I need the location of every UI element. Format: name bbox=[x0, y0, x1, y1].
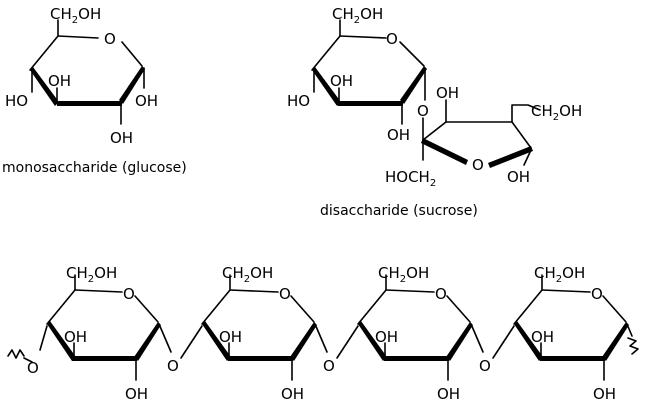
chain-unit-2-ring-oxygen: O bbox=[279, 285, 291, 303]
glycosidic-oxygen-2: O bbox=[323, 357, 335, 375]
sucrose-glc-ch2oh-label: CH2OH bbox=[332, 5, 383, 26]
sucrose-caption: disaccharide (sucrose) bbox=[320, 203, 478, 219]
sucrose-glc-c2-oh: OH bbox=[387, 126, 410, 144]
chain-unit-4-ring-oxygen: O bbox=[591, 285, 603, 303]
chain-unit-1-c3-oh: OH bbox=[64, 328, 87, 346]
chain-unit-1-c2-oh: OH bbox=[125, 385, 148, 403]
chain-unit-1-left-oxygen: O bbox=[27, 359, 39, 377]
glycosidic-oxygen-1: O bbox=[167, 357, 179, 375]
glucose-c1-oh: OH bbox=[135, 92, 158, 110]
glucose-c4-ho: HO bbox=[5, 92, 28, 110]
glucose-c3-oh: OH bbox=[48, 72, 71, 90]
chain-unit-1-ch2oh: CH2OH bbox=[66, 264, 117, 285]
polysaccharide-chain: CH2OH O OH OH O O CH2OH O OH OH O bbox=[7, 264, 639, 403]
chain-start-squiggle bbox=[7, 349, 25, 359]
chain-unit-2-ch2oh: CH2OH bbox=[222, 264, 273, 285]
glucose-structure: CH2OH O OH HO OH OH monosaccharide (gluc… bbox=[2, 5, 187, 176]
chain-end-squiggle bbox=[627, 337, 639, 355]
sucrose-fru-hoch2-label: HOCH2 bbox=[385, 168, 436, 189]
chain-unit-4-ch2oh: CH2OH bbox=[534, 264, 585, 285]
chain-unit-2: CH2OH O OH OH bbox=[180, 264, 328, 403]
chain-unit-4-c3-oh: OH bbox=[531, 328, 554, 346]
sucrose-glc-ring-oxygen: O bbox=[386, 30, 398, 48]
glucose-ch2oh-label: CH2OH bbox=[50, 5, 101, 26]
sucrose-fru-c3-oh: OH bbox=[436, 84, 459, 102]
glycosidic-oxygen-3: O bbox=[479, 357, 491, 375]
sucrose-fru-ring-oxygen: O bbox=[472, 156, 484, 174]
glucose-caption: monosaccharide (glucose) bbox=[2, 160, 187, 176]
sucrose-glycosidic-oxygen: O bbox=[417, 102, 429, 120]
chain-unit-4: CH2OH O OH OH bbox=[492, 264, 633, 403]
chain-unit-4-c2-oh: OH bbox=[593, 385, 616, 403]
sucrose-glc-c4-ho: HO bbox=[287, 92, 310, 110]
chain-unit-1: CH2OH O OH OH O bbox=[23, 264, 172, 403]
chain-unit-3-ch2oh: CH2OH bbox=[378, 264, 429, 285]
sucrose-fru-ch2oh-label: CH2OH bbox=[531, 102, 582, 123]
sucrose-glc-c3-oh: OH bbox=[330, 72, 353, 90]
chain-unit-2-c3-oh: OH bbox=[219, 328, 242, 346]
chain-unit-3-c2-oh: OH bbox=[437, 385, 460, 403]
chain-unit-2-c2-oh: OH bbox=[281, 385, 304, 403]
chain-unit-3: CH2OH O OH OH bbox=[336, 264, 484, 403]
chain-unit-3-ring-oxygen: O bbox=[435, 285, 447, 303]
sucrose-fru-c4-oh: OH bbox=[507, 168, 530, 186]
sucrose-structure: CH2OH O OH HO OH O OH CH2OH O OH HOCH2 d… bbox=[287, 5, 582, 219]
chain-unit-1-ring-oxygen: O bbox=[123, 285, 135, 303]
glucose-ring-oxygen: O bbox=[104, 30, 116, 48]
chain-unit-3-c3-oh: OH bbox=[375, 328, 398, 346]
glucose-c2-oh: OH bbox=[110, 129, 133, 147]
